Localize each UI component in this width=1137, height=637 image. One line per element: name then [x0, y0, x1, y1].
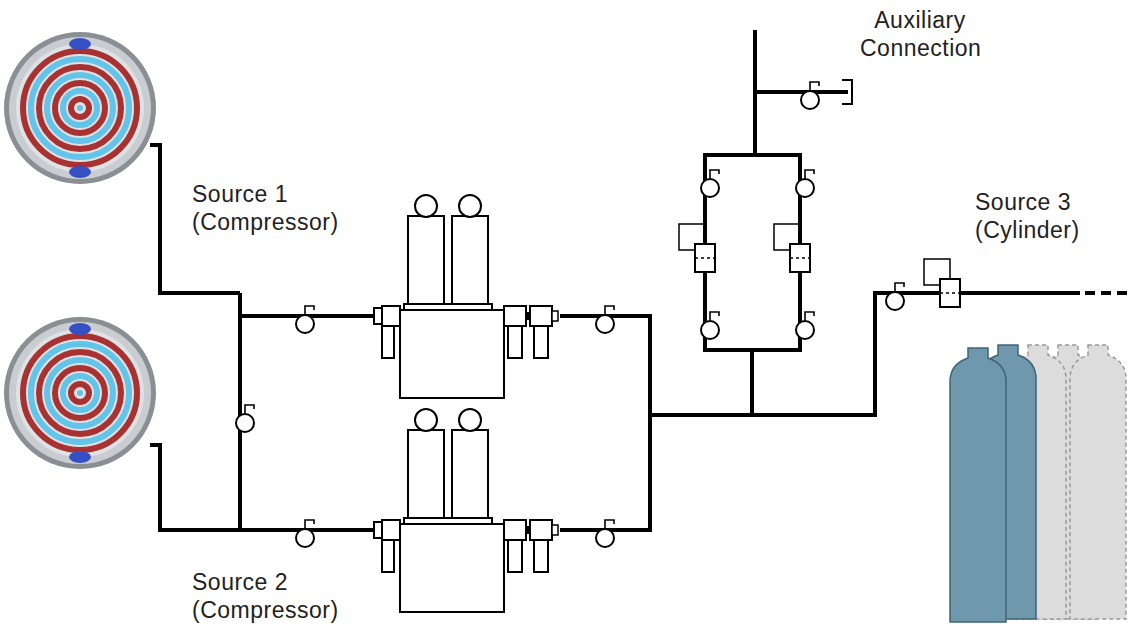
source-label: Source 3 (Cylinder) — [975, 188, 1125, 244]
source-label: Source 2 (Compressor) — [192, 568, 362, 624]
auxiliary-label: Auxiliary Connection — [860, 6, 980, 62]
source-label: Source 1 (Compressor) — [192, 180, 362, 236]
